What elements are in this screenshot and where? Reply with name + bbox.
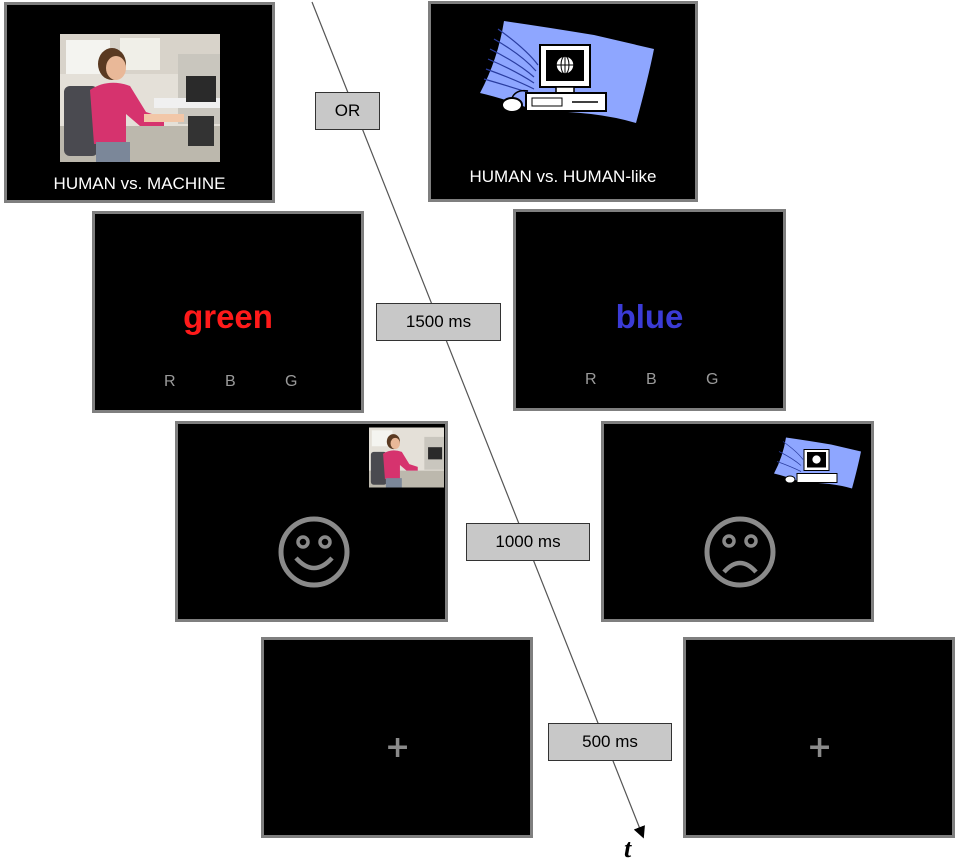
computer-clipart-icon	[480, 21, 654, 123]
stroop-screen-right: blue R B G	[513, 209, 786, 411]
response-key: B	[225, 373, 236, 390]
frowny-icon	[704, 516, 776, 588]
woman-at-computer-photo	[60, 34, 220, 162]
feedback-screen-left	[175, 421, 448, 622]
stroop-word-left: green	[183, 298, 273, 335]
condition-caption-right: HUMAN vs. HUMAN-like	[469, 167, 657, 186]
fixation-screen-right: +	[683, 637, 955, 838]
response-key: B	[646, 371, 657, 388]
time-axis-label: t	[624, 834, 632, 863]
fixation-cross: +	[807, 730, 833, 765]
feedback-screen-right	[601, 421, 874, 622]
fixation-duration-label: 500 ms	[548, 723, 672, 761]
smiley-icon	[278, 516, 350, 588]
human-vs-human-like-screen: HUMAN vs. HUMAN-like	[428, 1, 698, 202]
response-key: R	[164, 373, 176, 390]
stroop-screen-left: green R B G	[92, 211, 364, 413]
stroop-word-right: blue	[615, 298, 684, 335]
fixation-cross: +	[385, 730, 411, 765]
response-key: G	[706, 371, 719, 388]
computer-clipart-thumbnail-icon	[774, 437, 861, 489]
woman-at-computer-thumbnail	[369, 427, 444, 488]
feedback-duration-label: 1000 ms	[466, 523, 590, 561]
condition-caption-left: HUMAN vs. MACHINE	[53, 174, 226, 193]
fixation-screen-left: +	[261, 637, 533, 838]
response-key: R	[585, 371, 597, 388]
stroop-duration-label: 1500 ms	[376, 303, 501, 341]
human-vs-machine-screen: HUMAN vs. MACHINE	[4, 2, 275, 203]
or-separator-label: OR	[315, 92, 380, 130]
response-key: G	[285, 373, 298, 390]
